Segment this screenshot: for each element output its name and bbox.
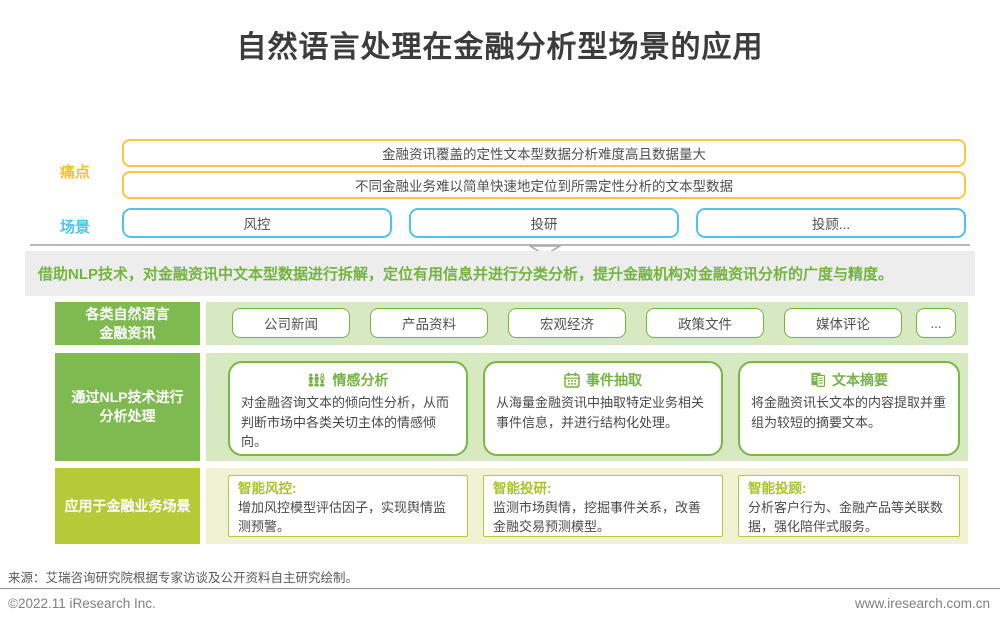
nlp-statement-banner: 借助NLP技术，对金融资讯中文本型数据进行拆解，定位有用信息并进行分类分析，提升… <box>25 251 975 296</box>
business-scenarios-strip: 智能风控: 增加风控模型评估因子，实现舆情监测预警。 智能投研: 监测市场舆情，… <box>206 468 968 544</box>
nlp-card-title: 文本摘要 <box>832 372 888 388</box>
apply-card-smart-investment-advisory: 智能投顾: 分析客户行为、金融产品等关联数据，强化陪伴式服务。 <box>738 475 960 537</box>
pain-points-label: 痛点 <box>59 164 90 181</box>
page-title: 自然语言处理在金融分析型场景的应用 <box>236 31 764 64</box>
people-group-icon <box>308 373 327 387</box>
nlp-card-body: 对金融咨询文本的倾向性分析，从而判断市场中各类关切主体的情感倾向。 <box>241 395 450 449</box>
scene-item-investment-research: 投研 <box>409 208 679 238</box>
nlp-card-body: 将金融资讯长文本的内容提取并重组为较短的摘要文本。 <box>751 395 947 430</box>
source-item-company-news: 公司新闻 <box>232 308 350 338</box>
row-label-financial-information: 各类自然语言 金融资讯 <box>55 302 200 345</box>
source-note: 来源：艾瑞咨询研究院根据专家访谈及公开资料自主研究绘制。 <box>8 571 359 585</box>
nlp-card-title: 事件抽取 <box>586 372 642 388</box>
scene-item-risk-control: 风控 <box>122 208 392 238</box>
copyright-text: ©2022.11 iResearch Inc. <box>8 596 156 611</box>
apply-card-title: 智能投研: <box>493 481 552 496</box>
apply-card-body: 分析客户行为、金融产品等关联数据，强化陪伴式服务。 <box>748 499 944 534</box>
row-label-line: 分析处理 <box>99 408 156 424</box>
nlp-card-title: 情感分析 <box>332 372 389 388</box>
pain-point-item: 金融资讯覆盖的定性文本型数据分析难度高且数据量大 <box>122 139 966 167</box>
row-label-business-scenarios: 应用于金融业务场景 <box>55 468 200 544</box>
nlp-card-text-summary: 文本摘要 将金融资讯长文本的内容提取并重组为较短的摘要文本。 <box>738 361 960 456</box>
section-divider <box>30 244 970 246</box>
source-item-ellipsis: ... <box>916 308 956 338</box>
row-label-line: 各类自然语言 <box>85 305 170 322</box>
apply-card-title: 智能投顾: <box>748 481 807 496</box>
apply-card-title: 智能风控: <box>238 481 297 496</box>
scenes-label: 场景 <box>59 219 90 236</box>
apply-card-body: 监测市场舆情，挖掘事件关系，改善金融交易预测模型。 <box>493 499 702 534</box>
down-arrow-icon <box>527 244 563 256</box>
source-item-policy-document: 政策文件 <box>646 308 764 338</box>
footer-divider <box>0 588 1000 589</box>
row-label-nlp-processing: 通过NLP技术进行 分析处理 <box>55 353 200 461</box>
document-icon <box>810 372 826 388</box>
calendar-icon <box>564 372 580 388</box>
row-label-line: 通过NLP技术进行 <box>71 389 184 406</box>
source-item-product-material: 产品资料 <box>370 308 488 338</box>
financial-information-strip: 公司新闻 产品资料 宏观经济 政策文件 媒体评论 ... <box>206 302 968 345</box>
source-item-media-comment: 媒体评论 <box>784 308 902 338</box>
row-label-line: 金融资讯 <box>99 324 156 341</box>
nlp-card-body: 从海量金融资讯中抽取特定业务相关事件信息，并进行结构化处理。 <box>496 395 705 430</box>
nlp-card-sentiment-analysis: 情感分析 对金融咨询文本的倾向性分析，从而判断市场中各类关切主体的情感倾向。 <box>228 361 468 456</box>
apply-card-smart-investment-research: 智能投研: 监测市场舆情，挖掘事件关系，改善金融交易预测模型。 <box>483 475 723 537</box>
row-label-line: 应用于金融业务场景 <box>64 497 191 514</box>
pain-point-item: 不同金融业务难以简单快速地定位到所需定性分析的文本型数据 <box>122 171 966 199</box>
nlp-processing-strip: 情感分析 对金融咨询文本的倾向性分析，从而判断市场中各类关切主体的情感倾向。 <box>206 353 968 461</box>
website-url: www.iresearch.com.cn <box>854 596 990 611</box>
apply-card-body: 增加风控模型评估因子，实现舆情监测预警。 <box>238 499 447 534</box>
scene-item-investment-advisory: 投顾... <box>696 208 966 238</box>
nlp-card-event-extraction: 事件抽取 从海量金融资讯中抽取特定业务相关事件信息，并进行结构化处理。 <box>483 361 723 456</box>
source-item-macro-economy: 宏观经济 <box>508 308 626 338</box>
apply-card-smart-risk-control: 智能风控: 增加风控模型评估因子，实现舆情监测预警。 <box>228 475 468 537</box>
